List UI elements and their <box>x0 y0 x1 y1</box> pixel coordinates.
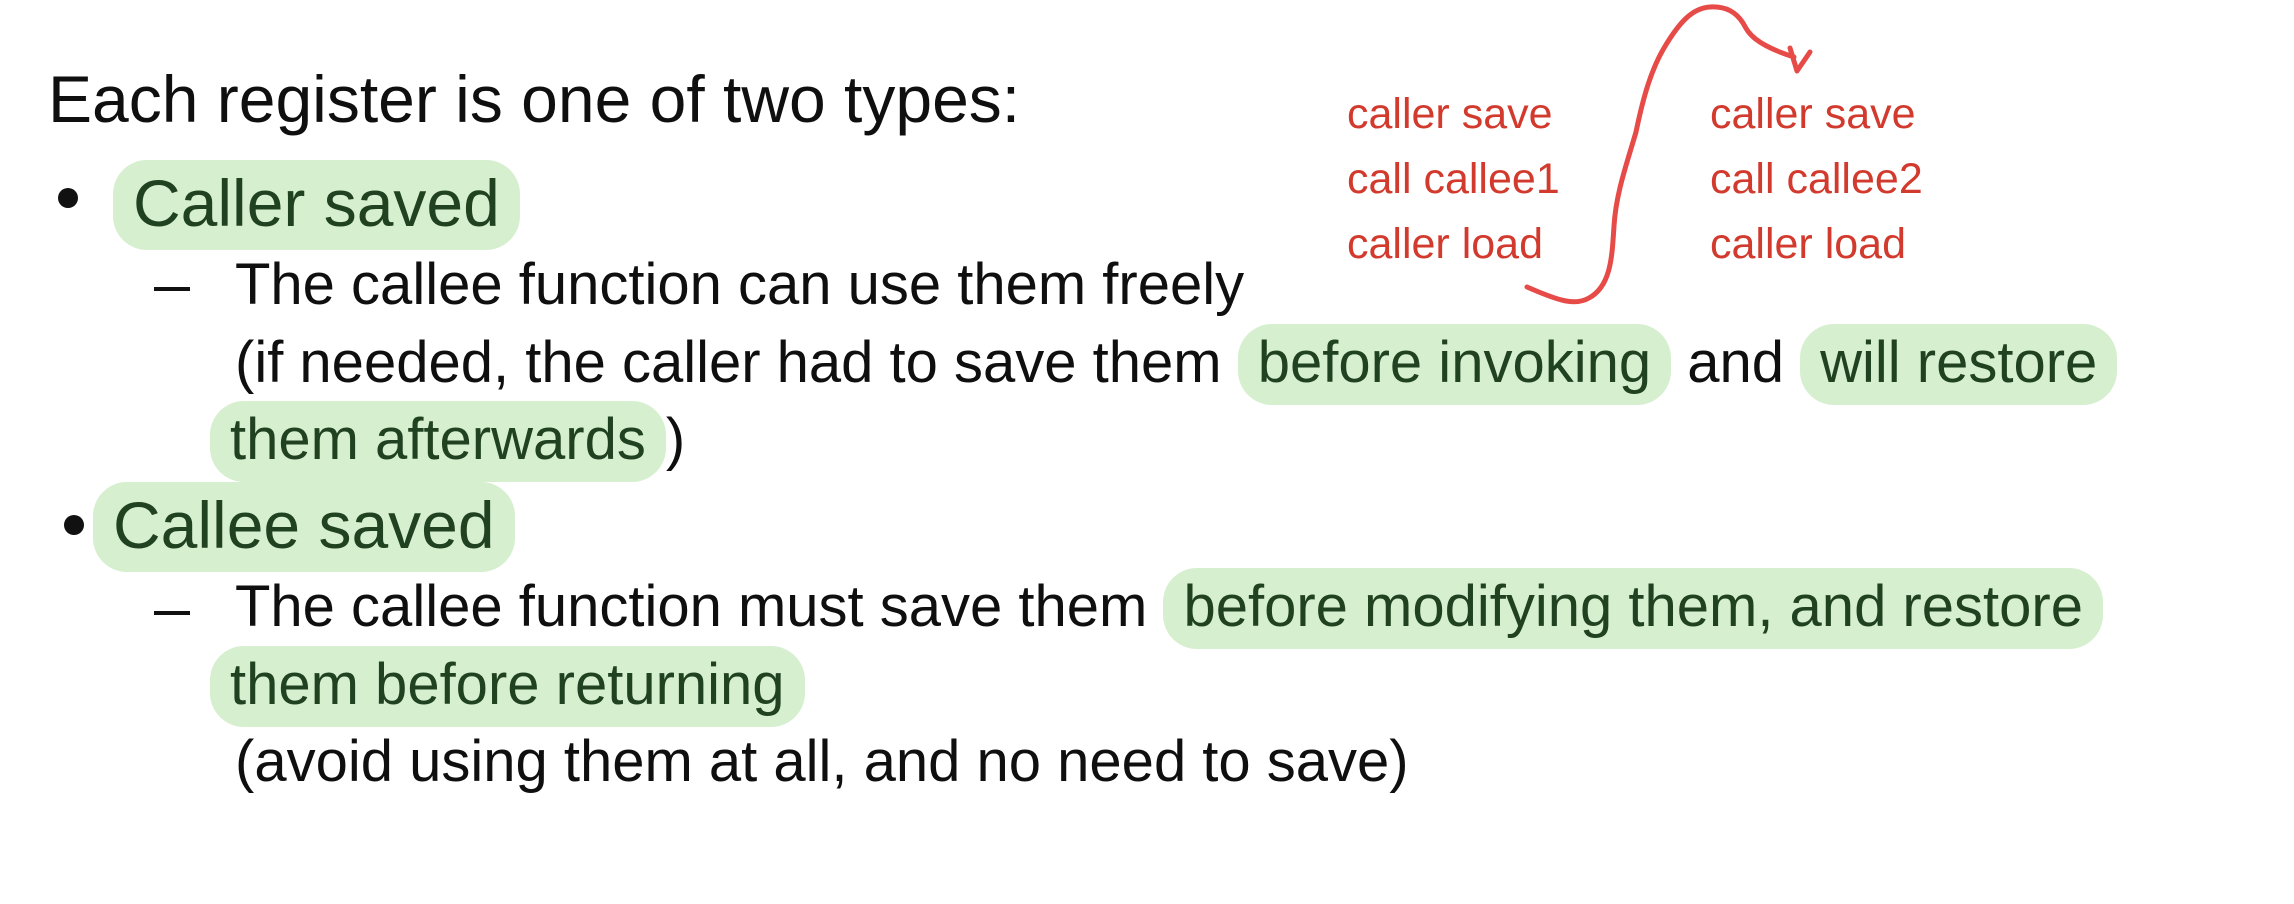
callee-saved-title: Callee saved <box>93 482 515 572</box>
slide-heading: Each register is one of two types: <box>48 62 1021 136</box>
closing-paren: ) <box>665 407 686 472</box>
caller-saved-detail-prefix: (if needed, the caller had to save them <box>235 330 1222 395</box>
annotation-right-line-3: caller load <box>1710 220 1906 268</box>
callee-saved-detail-line-2: them before returning <box>210 646 805 727</box>
caller-saved-title: Caller saved <box>113 160 520 250</box>
annotation-right: caller save call callee2 caller load <box>1710 82 1923 277</box>
before-returning-highlight: them before returning <box>210 646 805 727</box>
handwritten-curved-arrow-icon <box>1524 4 1813 305</box>
dash-icon <box>154 287 190 291</box>
connector-text: and <box>1687 330 1785 395</box>
them-afterwards-highlight: them afterwards <box>210 401 666 482</box>
before-invoking-highlight: before invoking <box>1237 324 1672 405</box>
bullet-icon <box>58 188 78 208</box>
callee-saved-detail-line-1: The callee function must save them befor… <box>235 568 2103 649</box>
before-modifying-highlight: before modifying them, and restore <box>1163 568 2103 649</box>
annotation-left-line-3: caller load <box>1347 220 1543 268</box>
callee-saved-detail-line-3: (avoid using them at all, and no need to… <box>235 729 1409 794</box>
caller-saved-detail-line-2: (if needed, the caller had to save them … <box>235 324 2118 405</box>
annotation-left-line-1: caller save <box>1347 90 1553 138</box>
annotation-right-line-2: call callee2 <box>1710 155 1923 203</box>
annotation-left: caller save call callee1 caller load <box>1347 82 1560 277</box>
annotation-right-line-1: caller save <box>1710 90 1916 138</box>
caller-saved-detail-line-1: The callee function can use them freely <box>235 252 1245 317</box>
annotation-left-line-2: call callee1 <box>1347 155 1560 203</box>
caller-saved-detail-line-3: them afterwards) <box>210 401 685 482</box>
callee-saved-highlight: Callee saved <box>93 482 515 572</box>
caller-saved-highlight: Caller saved <box>113 160 520 250</box>
callee-saved-detail-prefix: The callee function must save them <box>235 574 1148 639</box>
dash-icon <box>154 611 190 615</box>
bullet-icon <box>64 515 84 535</box>
will-restore-highlight: will restore <box>1800 324 2118 405</box>
